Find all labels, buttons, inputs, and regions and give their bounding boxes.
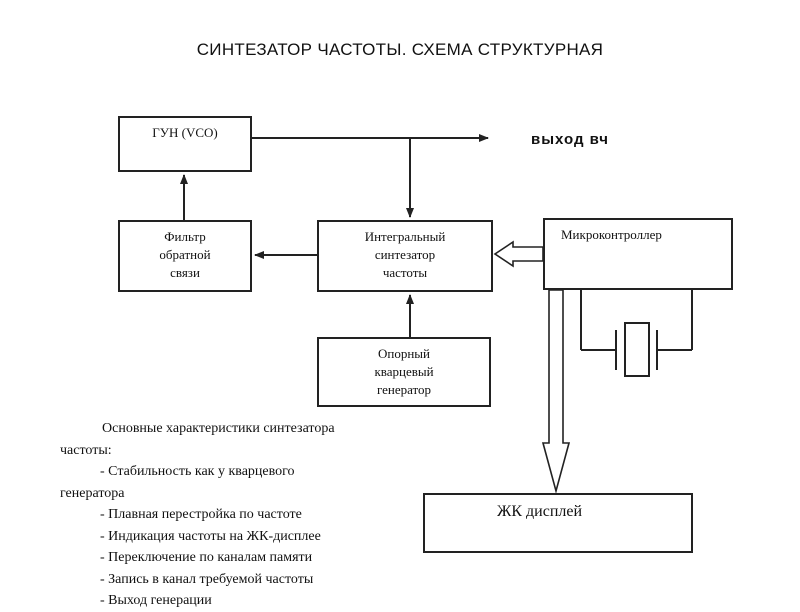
synthesizer-label: Интегральный синтезатор частоты (364, 229, 446, 280)
notes-item: - Переключение по каналам памяти (100, 550, 313, 565)
lcd-display-block: ЖК дисплей (423, 493, 693, 553)
vco-label: ГУН (VCO) (152, 125, 218, 140)
microcontroller-block: Микроконтроллер (543, 218, 733, 290)
feedback-filter-block: Фильтр обратной связи (118, 220, 252, 292)
vco-block: ГУН (VCO) (118, 116, 252, 172)
characteristics-notes: Основные характеристики синтезатора част… (60, 418, 420, 612)
synthesizer-block: Интегральный синтезатор частоты (317, 220, 493, 292)
feedback-filter-label: Фильтр обратной связи (159, 229, 211, 280)
reference-oscillator-block: Опорный кварцевый генератор (317, 337, 491, 407)
notes-item: - Выход генерации (100, 593, 212, 608)
reference-oscillator-label: Опорный кварцевый генератор (374, 346, 434, 397)
notes-item: - Стабильность как у кварцевого (100, 464, 295, 479)
mcu-to-synth-bus-arrow (493, 240, 544, 268)
notes-item: - Плавная перестройка по частоте (100, 507, 302, 522)
notes-heading-line1: Основные характеристики синтезатора (102, 421, 335, 436)
rf-output-label: выход вч (531, 131, 610, 148)
notes-item-continuation: генератора (60, 485, 125, 501)
microcontroller-label: Микроконтроллер (561, 227, 662, 242)
mcu-to-lcd-bus-arrow (541, 289, 571, 495)
notes-item: - Запись в канал требуемой частоты (100, 571, 314, 587)
lcd-display-label: ЖК дисплей (497, 503, 583, 520)
notes-item: - Индикация частоты на ЖК-дисплее (100, 528, 321, 544)
notes-heading-line2: частоты: (60, 442, 112, 458)
crystal-resonator (580, 290, 693, 377)
diagram-title: СИНТЕЗАТОР ЧАСТОТЫ. СХЕМА СТРУКТУРНАЯ (196, 40, 604, 59)
